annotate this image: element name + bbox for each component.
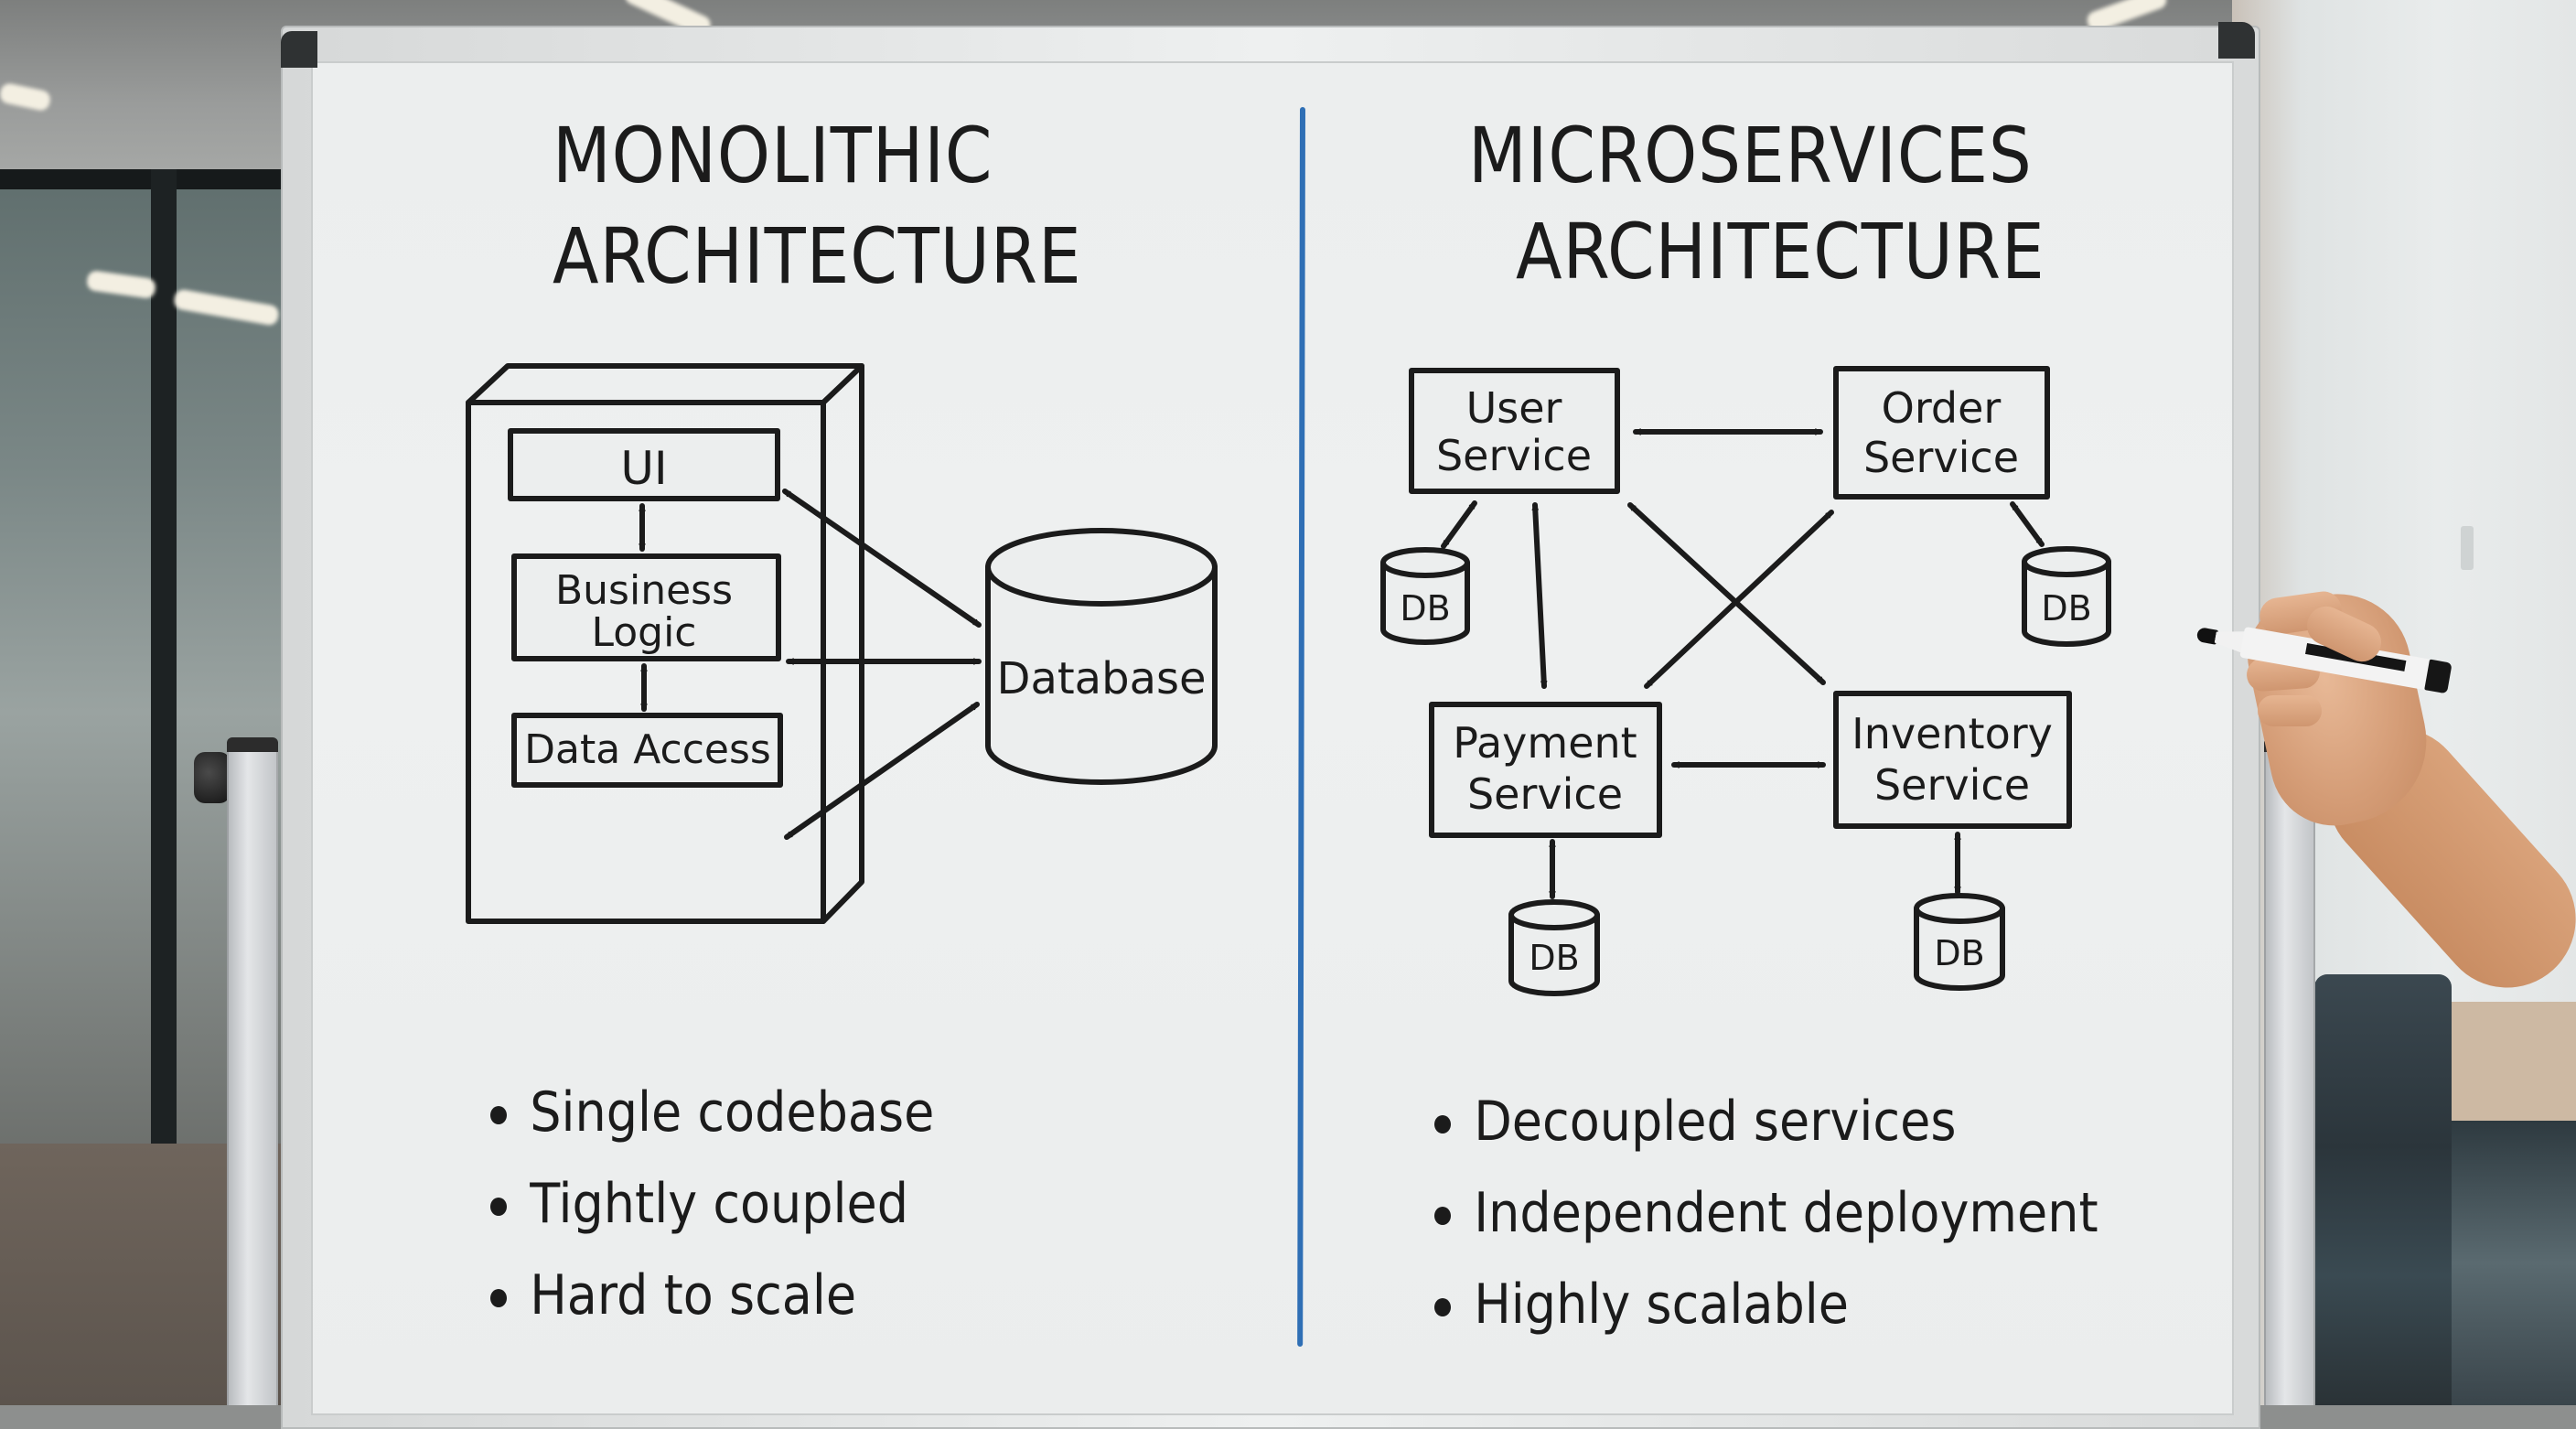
bullet-item: Decoupled services: [1434, 1076, 2098, 1167]
office-chair: [2314, 974, 2452, 1405]
arrow-user-db: [1441, 500, 1477, 549]
service-label-line1: User: [1466, 383, 1562, 433]
frame-corner-cap: [2218, 22, 2255, 59]
bullet-item: Single codebase: [490, 1067, 934, 1158]
db-top: [2022, 546, 2111, 577]
service-label-line1: Payment: [1453, 718, 1637, 768]
bullet-dot-icon: [1434, 1298, 1451, 1316]
db-label: DB: [1529, 938, 1579, 978]
bullet-dot-icon: [1434, 1207, 1451, 1225]
layer-box: [511, 713, 783, 788]
service-label-line2: Service: [1467, 769, 1623, 819]
bullet-item: Hard to scale: [490, 1250, 934, 1341]
db-payment: DB: [1508, 899, 1600, 996]
db-label: DB: [1400, 588, 1450, 629]
database-body: [985, 564, 1218, 785]
layer-business-logic: Business Logic: [511, 553, 781, 661]
microservices-bullet-list: Decoupled services Independent deploymen…: [1434, 1076, 2172, 1350]
service-label-line1: Inventory: [1852, 709, 2053, 758]
db-top: [1380, 547, 1470, 578]
glass-wall-frame: [0, 169, 293, 189]
db-body: [1914, 906, 2005, 991]
glass-wall-frame: [151, 169, 177, 1157]
database-cylinder: Database: [985, 528, 1218, 785]
monolithic-bullet-list: Single codebase Tightly coupled Hard to …: [490, 1067, 983, 1341]
db-label: DB: [2041, 588, 2091, 629]
db-body: [1380, 560, 1470, 645]
stand-post-right: [2264, 743, 2315, 1405]
service-box: [1833, 691, 2072, 829]
database-label: Database: [996, 653, 1206, 704]
bullet-item: Tightly coupled: [490, 1158, 934, 1250]
layer-data-access: Data Access: [511, 713, 783, 788]
stand-knob: [194, 752, 231, 803]
bullet-dot-icon: [490, 1198, 507, 1216]
db-user: DB: [1380, 547, 1470, 645]
stand-cap: [227, 737, 278, 752]
bullet-item: Highly scalable: [1434, 1259, 2098, 1350]
bullet-item: Independent deployment: [1434, 1167, 2098, 1259]
arrow-user-inventory: [1627, 502, 1826, 685]
service-label-line2: Service: [1874, 760, 2030, 810]
layer-label-line1: Business: [555, 567, 733, 614]
db-order: DB: [2022, 546, 2111, 647]
layer-label: Data Access: [524, 726, 771, 773]
desk: [2447, 1002, 2576, 1121]
finger: [2258, 695, 2322, 726]
db-inventory: DB: [1914, 893, 2005, 991]
db-top: [1508, 899, 1600, 930]
service-box: [1409, 368, 1620, 494]
db-body: [1508, 912, 1600, 996]
arrow-order-db: [2010, 501, 2045, 547]
service-box: [1429, 702, 1662, 838]
service-label-line2: Service: [1863, 433, 2019, 482]
wall-switch: [2461, 526, 2474, 570]
layer-box: [508, 428, 780, 501]
db-body: [2022, 559, 2111, 647]
bullet-dot-icon: [490, 1106, 507, 1124]
frame-corner-cap: [281, 31, 317, 68]
bullet-dot-icon: [490, 1289, 507, 1307]
arrow-user-payment: [1531, 502, 1548, 689]
monolith-top-face: [466, 363, 864, 405]
monolithic-title-line1: MONOLITHIC: [553, 111, 993, 200]
layer-label: UI: [620, 442, 667, 495]
microservices-title-line1: MICROSERVICES: [1468, 111, 2033, 200]
monolith-side-face: [821, 363, 864, 924]
stand-post-left: [227, 743, 278, 1405]
layer-ui: UI: [508, 428, 780, 501]
database-top: [985, 528, 1218, 607]
service-user: User Service: [1409, 368, 1620, 494]
service-label-line2: Service: [1436, 431, 1592, 480]
service-payment: Payment Service: [1429, 702, 1662, 838]
service-inventory: Inventory Service: [1833, 691, 2072, 829]
arrow-order-payment: [1644, 510, 1834, 689]
layer-label-line2: Logic: [591, 609, 696, 656]
arrow-ui-database: [782, 489, 982, 628]
bullet-dot-icon: [1434, 1115, 1451, 1134]
monolithic-title-line2: ARCHITECTURE: [553, 211, 1082, 301]
service-order: Order Service: [1833, 366, 2050, 500]
db-label: DB: [1934, 933, 1984, 973]
microservices-title-line2: ARCHITECTURE: [1516, 207, 2045, 296]
arrow-data-database: [784, 702, 980, 840]
desk-underside: [2447, 1121, 2576, 1405]
service-box: [1833, 366, 2050, 500]
layer-box: [511, 553, 781, 661]
db-top: [1914, 893, 2005, 924]
service-label-line1: Order: [1882, 383, 2002, 433]
